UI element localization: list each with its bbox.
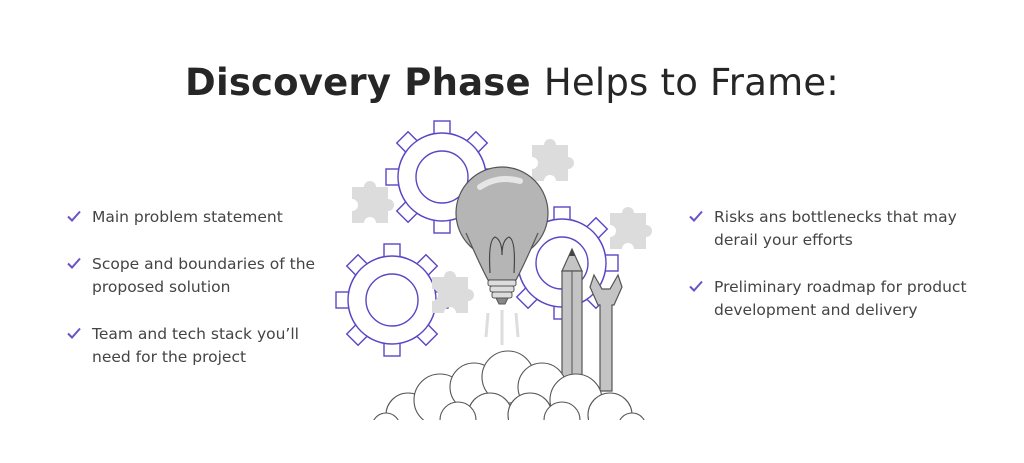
puzzle-piece-icon [610,207,652,249]
puzzle-piece-icon [352,181,394,223]
page-title: Discovery Phase Helps to Frame: [0,61,1024,104]
gear-icon [335,243,449,357]
puzzle-piece-icon [432,271,474,313]
checkmark-icon [67,210,81,222]
list-item: Risks ans bottlenecks that may derail yo… [688,206,973,252]
illustration [335,120,652,435]
pencil-icon [561,247,583,392]
title-rest: Helps to Frame: [543,60,839,104]
list-item-label: Preliminary roadmap for product developm… [714,278,967,319]
list-item-label: Main problem statement [92,208,283,226]
lightbulb-icon [455,166,549,345]
left-list: Main problem statement Scope and boundar… [66,206,336,393]
checkmark-icon [689,280,703,292]
list-item: Team and tech stack you’ll need for the … [66,323,336,369]
list-item: Preliminary roadmap for product developm… [688,276,973,322]
smoke-cloud-icon [370,350,650,435]
list-item-label: Risks ans bottlenecks that may derail yo… [714,208,957,249]
list-item-label: Scope and boundaries of the proposed sol… [92,255,316,296]
list-item: Scope and boundaries of the proposed sol… [66,253,336,299]
checkmark-icon [67,327,81,339]
wrench-icon [589,273,623,392]
checkmark-icon [689,210,703,222]
list-item-label: Team and tech stack you’ll need for the … [92,325,299,366]
right-list: Risks ans bottlenecks that may derail yo… [688,206,973,346]
list-item: Main problem statement [66,206,336,229]
checkmark-icon [67,257,81,269]
puzzle-piece-icon [532,139,574,181]
title-bold: Discovery Phase [185,60,531,104]
